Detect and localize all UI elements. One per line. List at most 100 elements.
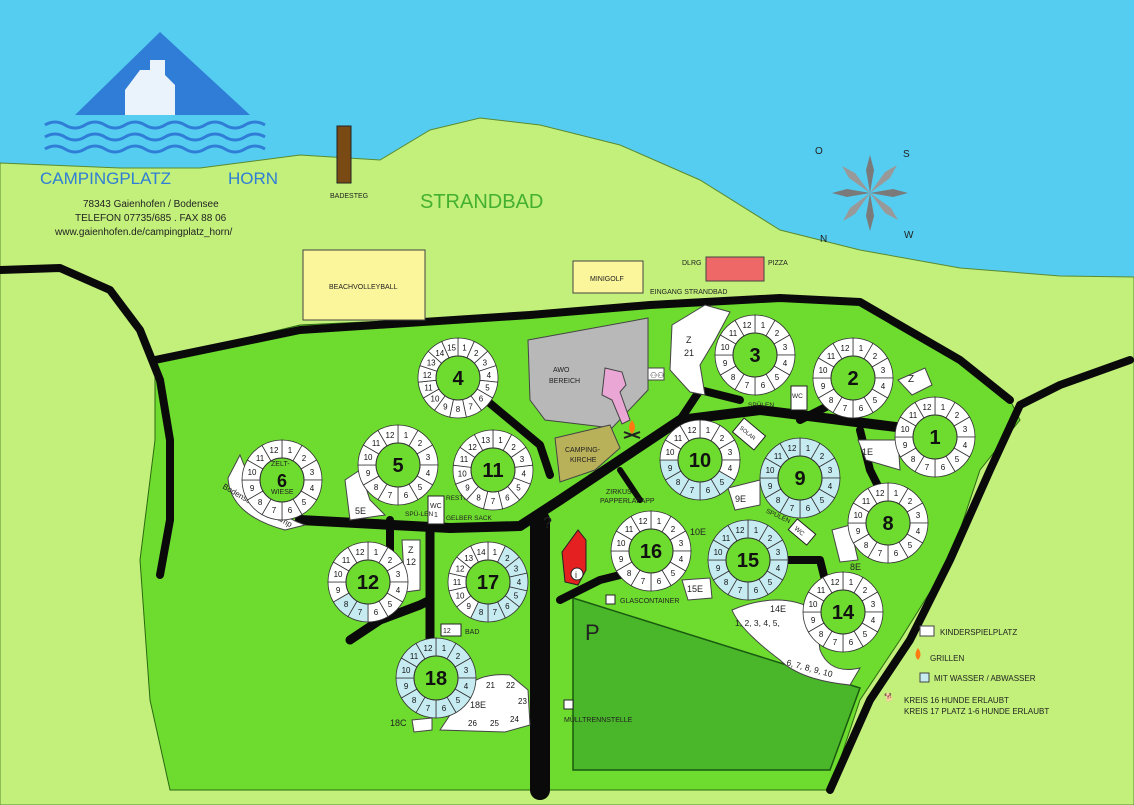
legend-hunde-2: KREIS 17 PLATZ 1-6 HUNDE ERLAUBT <box>904 707 1049 716</box>
site-label-11-7: 7 <box>491 497 496 506</box>
e15-label: 15E <box>687 584 703 594</box>
site-label-10-9: 9 <box>668 464 673 473</box>
site-label-9-4: 4 <box>828 482 833 491</box>
bad-sites: 12 <box>443 628 451 635</box>
site-label-4-7: 7 <box>468 402 473 411</box>
site-label-11-2: 2 <box>511 443 516 452</box>
info-icon <box>570 567 584 581</box>
site-label-4-8: 8 <box>456 405 461 414</box>
site-label-2-4: 4 <box>881 382 886 391</box>
site-label-15-12: 12 <box>736 526 745 535</box>
site-label-4-12: 12 <box>423 371 432 380</box>
site-label-11-6: 6 <box>505 493 510 502</box>
circle-label-2: 2 <box>847 368 858 390</box>
awo-building <box>601 367 631 425</box>
site-label-16-6: 6 <box>657 577 662 586</box>
site-label-8-4: 4 <box>916 527 921 536</box>
site-label-11-10: 10 <box>458 470 467 479</box>
site-label-4-4: 4 <box>487 371 492 380</box>
site-label-5-12: 12 <box>386 431 395 440</box>
site-label-9-5: 5 <box>820 496 825 505</box>
site-label-12-9: 9 <box>336 586 341 595</box>
site-label-10-6: 6 <box>706 486 711 495</box>
site-label-15-5: 5 <box>768 578 773 587</box>
site-label-15-2: 2 <box>768 534 773 543</box>
circle-center-2 <box>830 355 876 401</box>
site-label-15-4: 4 <box>776 564 781 573</box>
site-label-10-7: 7 <box>690 486 695 495</box>
legend-hunde-1: KREIS 16 HUNDE ERLAUBT <box>904 696 1009 705</box>
site-label-11-1: 1 <box>498 436 503 445</box>
site-label-1-6: 6 <box>941 463 946 472</box>
circle-label-6: 6 <box>277 471 287 491</box>
site-label-16-3: 3 <box>679 539 684 548</box>
muelltrenn-label: MÜLLTRENNSTELLE <box>564 716 633 724</box>
site-label-18-3: 3 <box>464 666 469 675</box>
svg-text:26: 26 <box>468 719 477 728</box>
e14-label: 14E <box>770 604 786 614</box>
site-label-18-12: 12 <box>424 644 433 653</box>
site-label-17-9: 9 <box>466 602 471 611</box>
site-label-11-8: 8 <box>476 493 481 502</box>
circle-label-8: 8 <box>882 513 893 535</box>
site-label-17-7: 7 <box>493 608 498 617</box>
circle-center-4 <box>435 355 481 401</box>
logo: CAMPINGPLATZ HORN 78343 Gaienhofen / Bod… <box>40 32 278 238</box>
spuelen-a: SPÜ-LEN <box>405 510 433 518</box>
site-label-3-3: 3 <box>783 343 788 352</box>
site-label-16-9: 9 <box>619 555 624 564</box>
site-label-1-9: 9 <box>903 441 908 450</box>
dlrg-label: DLRG <box>682 260 701 267</box>
site-label-14-10: 10 <box>809 600 818 609</box>
c18-blob <box>411 717 433 733</box>
legend-grill-icon <box>915 648 921 660</box>
site-label-1-7: 7 <box>925 463 930 472</box>
site-label-18-5: 5 <box>456 696 461 705</box>
site-label-1-10: 10 <box>901 425 910 434</box>
site-label-11-12: 12 <box>468 443 477 452</box>
site-label-9-6: 6 <box>806 504 811 513</box>
site-label-1-5: 5 <box>955 455 960 464</box>
eingang-label: EINGANG STRANDBAD <box>650 289 727 296</box>
site-label-14-2: 2 <box>863 586 868 595</box>
site-label-5-9: 9 <box>366 469 371 478</box>
legend: KINDERSPIELPLATZ GRILLEN MIT WASSER / AB… <box>884 625 1049 716</box>
circle-center-17 <box>465 559 511 605</box>
site-label-6-8: 8 <box>258 498 263 507</box>
pizza-label: PIZZA <box>768 260 788 267</box>
site-label-17-6: 6 <box>505 602 510 611</box>
bad-label: BAD <box>465 629 479 636</box>
site-label-17-2: 2 <box>505 554 510 563</box>
site-label-15-8: 8 <box>724 578 729 587</box>
circle-label-9: 9 <box>794 468 805 490</box>
awo-label-1: AWO <box>553 367 570 374</box>
parking-area <box>572 596 861 771</box>
site-label-2-10: 10 <box>819 366 828 375</box>
circle-center-18 <box>413 655 459 701</box>
site-label-16-2: 2 <box>671 525 676 534</box>
site-label-17-14: 14 <box>477 548 486 557</box>
e8-label: 8E <box>850 562 861 572</box>
site-label-12-8: 8 <box>344 600 349 609</box>
zirkus-label-1: ZIRKUS <box>606 489 632 496</box>
strandbad-label: STRANDBAD <box>420 191 543 213</box>
site-label-3-11: 11 <box>729 329 738 338</box>
site-label-2-8: 8 <box>829 396 834 405</box>
site-label-4-10: 10 <box>431 395 440 404</box>
site-label-1-8: 8 <box>911 455 916 464</box>
site-label-3-9: 9 <box>723 359 728 368</box>
site-label-5-8: 8 <box>374 483 379 492</box>
site-label-1-3: 3 <box>963 425 968 434</box>
circle-label-18: 18 <box>425 668 447 690</box>
wc1-building <box>427 495 445 525</box>
wiese-label: WIESE <box>271 489 294 496</box>
site-label-2-5: 5 <box>873 396 878 405</box>
site-label-14-4: 4 <box>871 616 876 625</box>
e18-label: 18E <box>470 700 486 710</box>
site-label-15-9: 9 <box>716 564 721 573</box>
